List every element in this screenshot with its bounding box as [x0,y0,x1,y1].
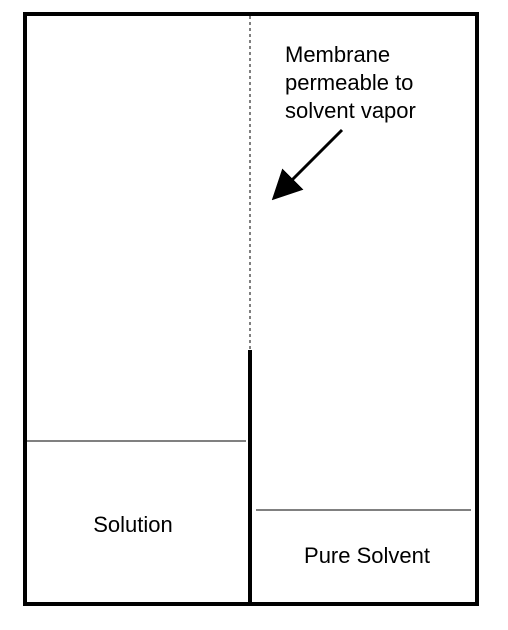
solution-label: Solution [93,512,173,537]
membrane-label-line-3: solvent vapor [285,98,416,123]
membrane-pointer-arrow [271,128,344,201]
pure-solvent-label: Pure Solvent [304,543,430,568]
membrane-label-line-2: permeable to [285,70,413,95]
membrane-label-line-1: Membrane [285,42,390,67]
